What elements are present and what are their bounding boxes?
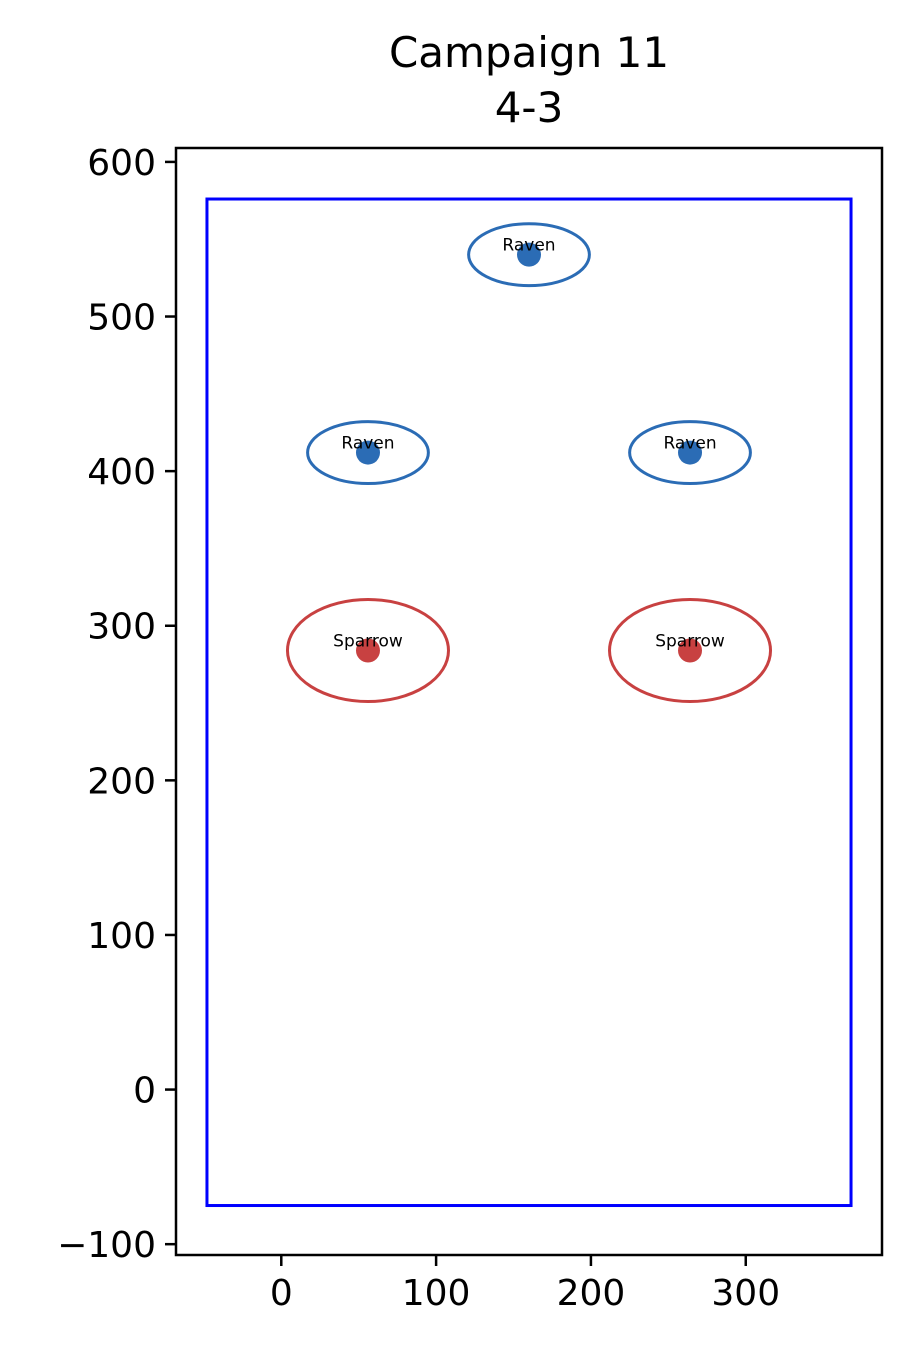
chart-subtitle: 4-3 — [495, 83, 564, 132]
unit-label: Raven — [502, 236, 555, 256]
y-tick-label: 100 — [87, 916, 156, 957]
unit-label: Sparrow — [655, 631, 725, 651]
y-tick-label: −100 — [57, 1225, 156, 1266]
y-tick-label: 300 — [87, 607, 156, 648]
chart-title: Campaign 11 — [389, 28, 669, 77]
unit-range-ellipse — [306, 420, 430, 486]
x-tick-label: 300 — [711, 1273, 780, 1314]
unit-point — [678, 440, 703, 465]
unit-point — [517, 242, 541, 267]
unit-range-ellipse — [628, 420, 752, 486]
axes-frame — [174, 146, 884, 1257]
axes-layer: 0 100 200 300 −100 0 100 200 300 400 500 600 — [57, 143, 884, 1314]
y-tick-label: 500 — [87, 298, 156, 339]
unit-point — [678, 638, 703, 663]
boundary-layer — [205, 197, 853, 1208]
y-tick-label: 600 — [87, 143, 156, 184]
x-tick-label: 200 — [557, 1273, 626, 1314]
unit-label: Raven — [341, 434, 394, 454]
unit-point — [355, 440, 380, 465]
y-tick-label: 400 — [87, 452, 156, 493]
unit-range-ellipse — [467, 222, 591, 288]
x-tick-label: 0 — [270, 1273, 293, 1314]
unit-label: Raven — [663, 434, 716, 454]
boundary-rect — [205, 197, 853, 1208]
y-tick-label: 0 — [133, 1071, 156, 1112]
x-tick-label: 100 — [402, 1273, 471, 1314]
unit-range-ellipse — [608, 597, 773, 704]
unit-range-ellipse — [285, 597, 450, 704]
unit-point — [355, 638, 380, 663]
unit-label: Sparrow — [333, 631, 403, 651]
y-tick-label: 200 — [87, 761, 156, 802]
